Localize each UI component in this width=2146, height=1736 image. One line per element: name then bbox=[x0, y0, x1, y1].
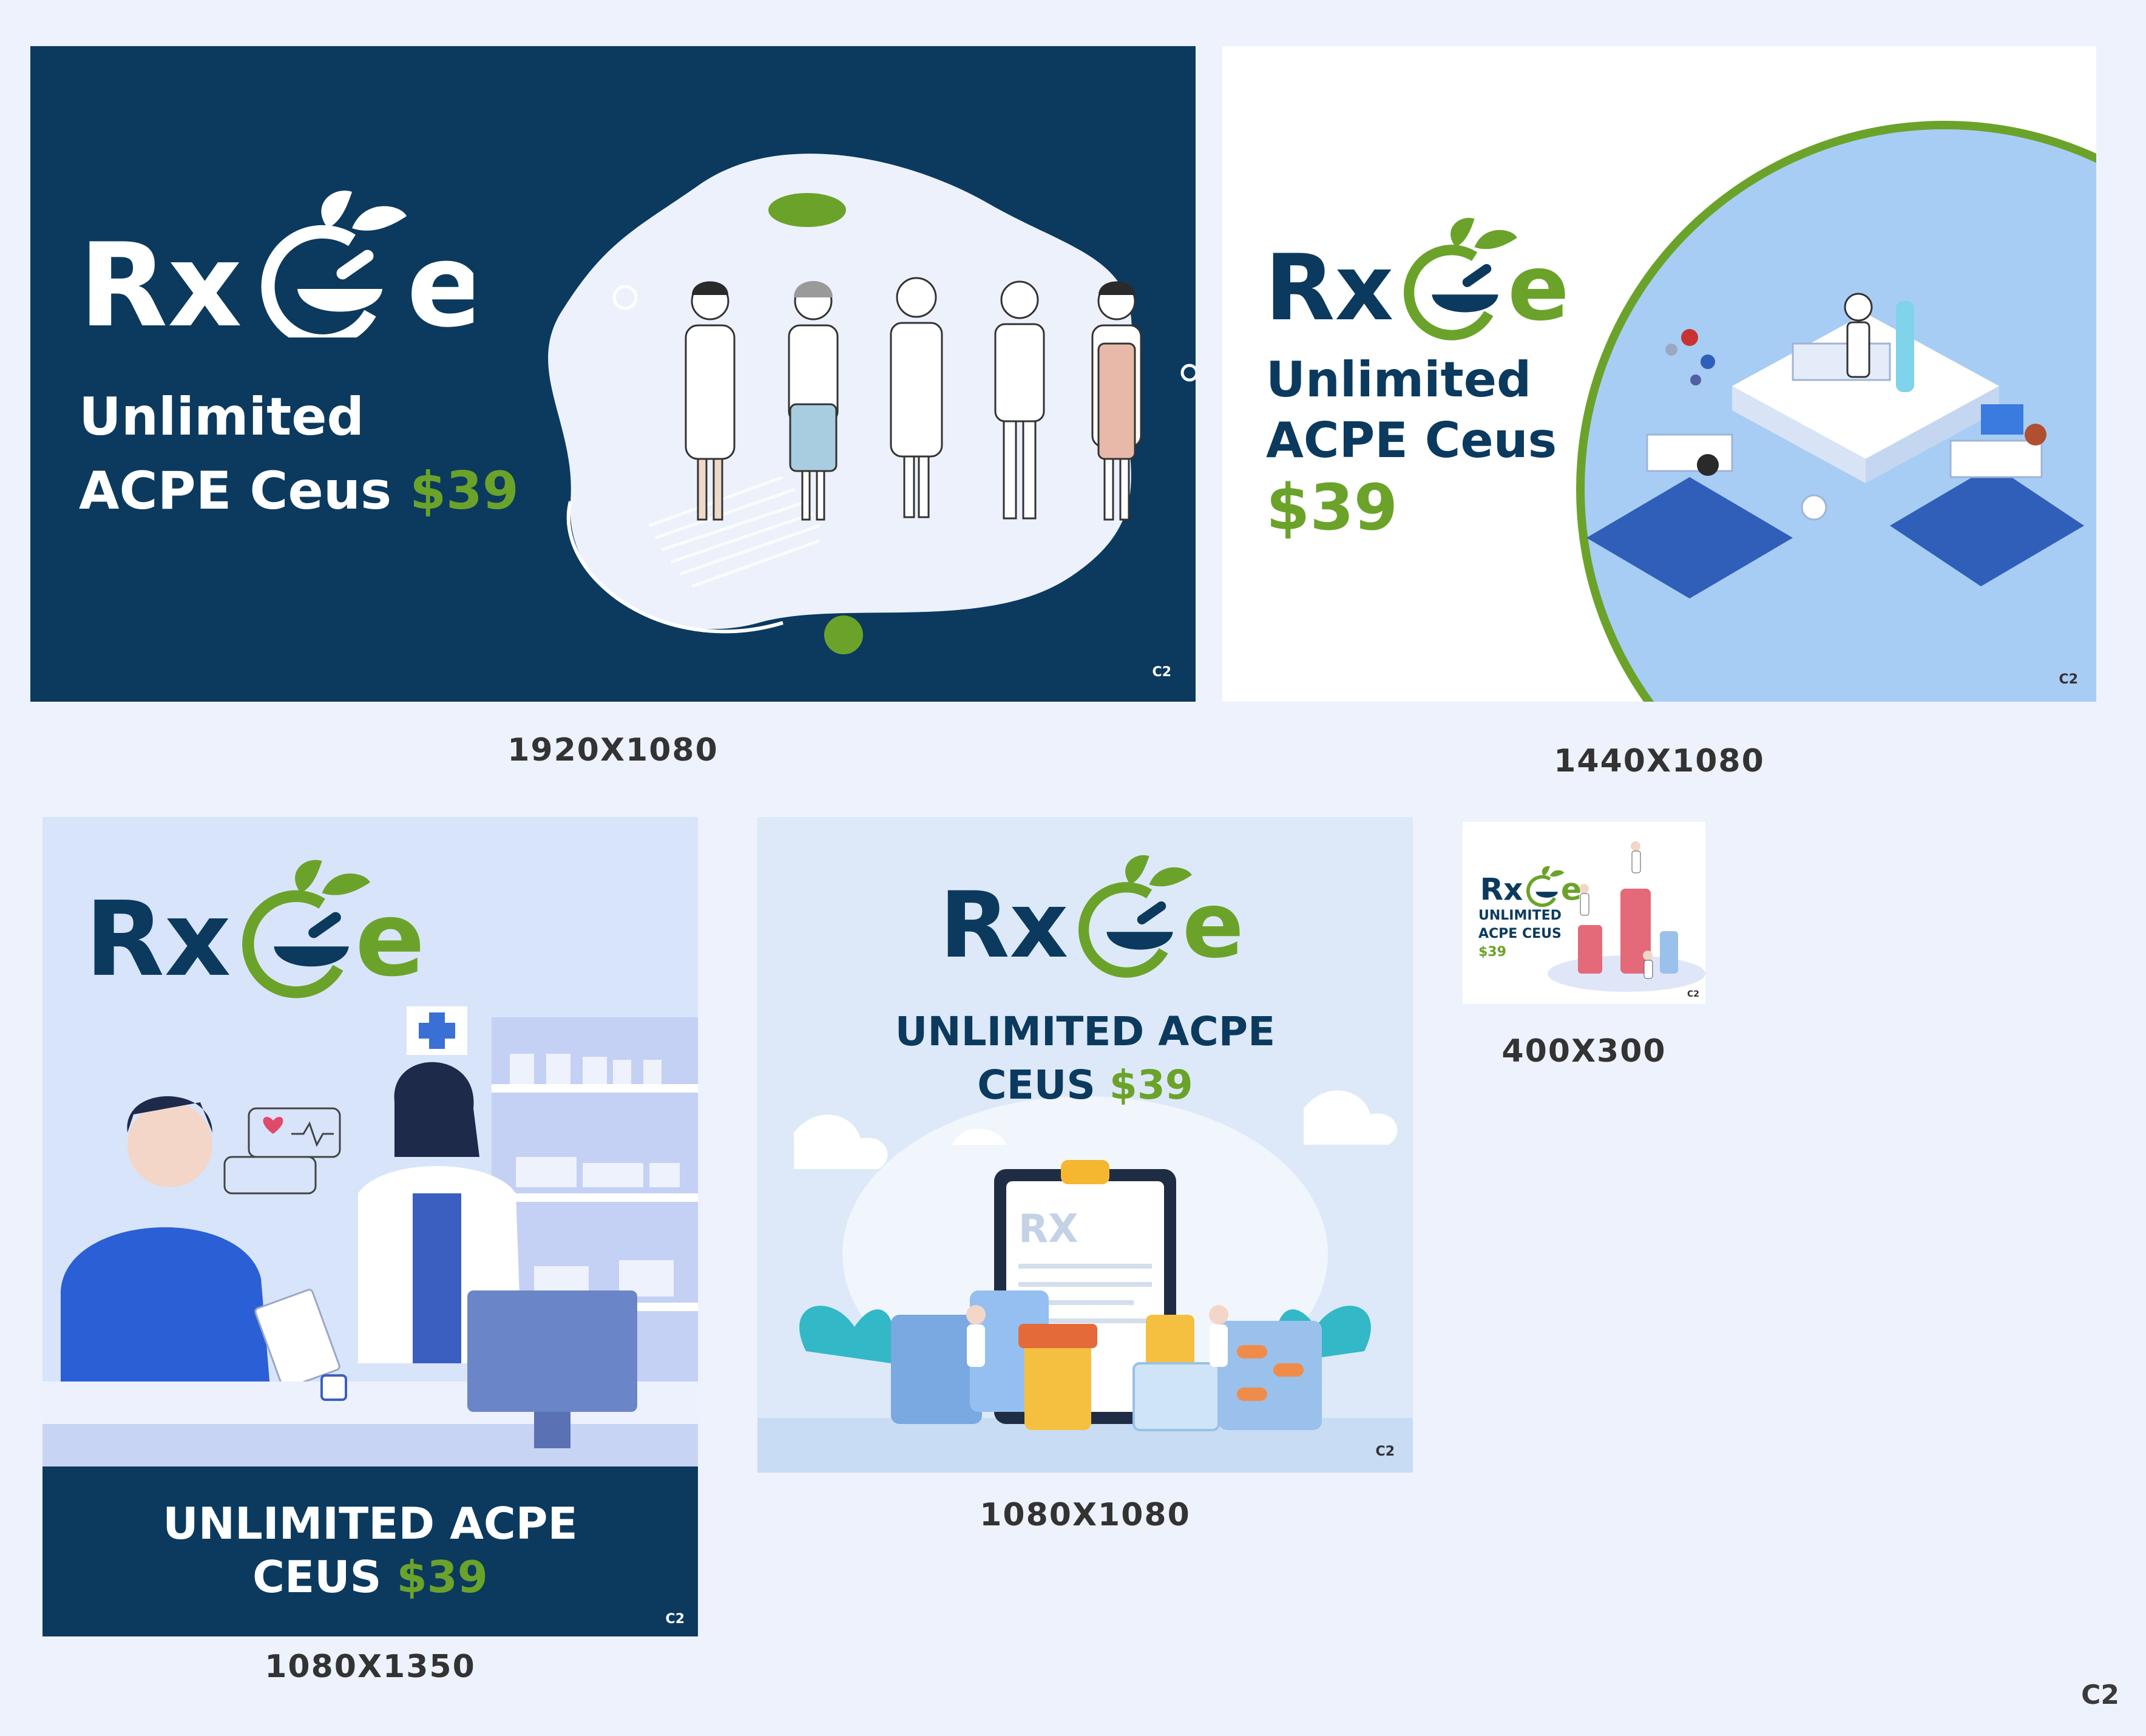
banner-400x300: Rx e UNLIMITED ACPE CEUS $39 C2 bbox=[1463, 822, 1705, 1004]
leaf-icon bbox=[1450, 217, 1475, 248]
logo-text-e: e bbox=[1561, 872, 1582, 907]
size-label-1080x1080: 1080X1080 bbox=[980, 1497, 1191, 1533]
size-label-1920x1080: 1920X1080 bbox=[507, 732, 719, 768]
logo-text-rx: Rx bbox=[79, 219, 242, 337]
prescription-illustration: RX bbox=[757, 1090, 1413, 1473]
headline-line1: UNLIMITED ACPE bbox=[895, 1008, 1276, 1055]
mortar-pestle-logo-icon bbox=[1526, 866, 1565, 907]
mini-lab-illustration bbox=[1548, 841, 1705, 992]
headline: Unlimited ACPE Ceus $39 bbox=[79, 380, 519, 528]
size-label-1440x1080: 1440X1080 bbox=[1554, 743, 1765, 779]
headline: Unlimited ACPE Ceus $39 bbox=[1266, 350, 1557, 544]
banner-1080x1350: Rx e UNLIMITED ACPE CEUS $39 C2 bbox=[42, 817, 698, 1636]
logo-text-e: e bbox=[1508, 236, 1568, 341]
logo-text-rx: Rx bbox=[939, 873, 1068, 978]
price: $39 bbox=[410, 461, 519, 521]
banner-1080x1080: RX Rx e UNLIMITED ACPE CEUS $ bbox=[757, 817, 1413, 1473]
banner-code: C2 bbox=[1152, 665, 1171, 680]
rxce-logo: Rx e bbox=[1265, 198, 1568, 344]
price: $39 bbox=[1478, 944, 1506, 960]
headline-line2: ACPE Ceus bbox=[79, 461, 392, 521]
headline-line2: ACPE CEUS bbox=[1478, 926, 1562, 941]
mortar-pestle-logo-icon bbox=[1078, 855, 1192, 978]
banner-code: C2 bbox=[2059, 672, 2078, 687]
headline: UNLIMITED ACPE CEUS $39 bbox=[757, 1005, 1413, 1112]
mortar-pestle-logo-icon bbox=[1404, 217, 1517, 341]
logo-text-e: e bbox=[407, 219, 473, 337]
mortar-pestle-logo-icon bbox=[261, 191, 407, 337]
size-label-1080x1350: 1080X1350 bbox=[265, 1649, 476, 1685]
banner-code: C2 bbox=[665, 1612, 685, 1627]
lab-illustration bbox=[1576, 121, 2096, 702]
headline-line2: CEUS bbox=[252, 1551, 382, 1602]
headline: UNLIMITED ACPE CEUS $39 bbox=[1478, 907, 1562, 961]
rxce-logo: Rx e bbox=[79, 161, 473, 337]
leaf-icon bbox=[295, 860, 322, 893]
price: $39 bbox=[1266, 470, 1398, 544]
headline-line1: Unlimited bbox=[1266, 351, 1532, 408]
rxce-logo: Rx e bbox=[939, 835, 1243, 981]
logo-text-rx: Rx bbox=[85, 880, 231, 1000]
headline-line1: Unlimited bbox=[79, 387, 365, 447]
medical-staff-icon bbox=[685, 277, 1142, 521]
banner-code: C2 bbox=[1687, 989, 1699, 999]
headline-line2: CEUS bbox=[977, 1062, 1095, 1108]
page-code: C2 bbox=[2081, 1680, 2119, 1711]
logo-text-rx: Rx bbox=[1265, 236, 1393, 341]
headline-line2: ACPE Ceus bbox=[1266, 412, 1557, 469]
rxce-logo: Rx e bbox=[85, 835, 425, 1005]
leaf-icon bbox=[321, 191, 352, 228]
clipboard-rx-text: RX bbox=[1018, 1207, 1078, 1252]
size-label-400x300: 400X300 bbox=[1501, 1033, 1667, 1070]
blob-illustration bbox=[548, 154, 1196, 654]
pharmacy-cross-icon bbox=[419, 1012, 455, 1049]
price: $39 bbox=[396, 1551, 488, 1602]
headline-line1: UNLIMITED bbox=[1478, 908, 1562, 923]
logo-text-rx: Rx bbox=[1480, 872, 1523, 907]
price: $39 bbox=[1109, 1062, 1193, 1108]
leaf-icon bbox=[1125, 855, 1149, 885]
rxce-logo: Rx e bbox=[1476, 860, 1585, 908]
banner-code: C2 bbox=[1375, 1444, 1395, 1459]
pharmacy-illustration bbox=[42, 1006, 698, 1636]
mortar-pestle-logo-icon bbox=[242, 860, 370, 999]
leaf-icon bbox=[1542, 866, 1550, 876]
banner-1920x1080: Rx e Unlimited ACPE Ceus $39 C2 bbox=[30, 46, 1196, 702]
headline: UNLIMITED ACPE CEUS $39 bbox=[42, 1497, 698, 1604]
logo-text-e: e bbox=[355, 880, 425, 1000]
banner-1440x1080: Rx e Unlimited ACPE Ceus $39 C2 bbox=[1222, 46, 2096, 702]
headline-line1: UNLIMITED ACPE bbox=[163, 1498, 578, 1549]
logo-text-e: e bbox=[1182, 873, 1243, 978]
heart-icon bbox=[263, 1116, 283, 1134]
